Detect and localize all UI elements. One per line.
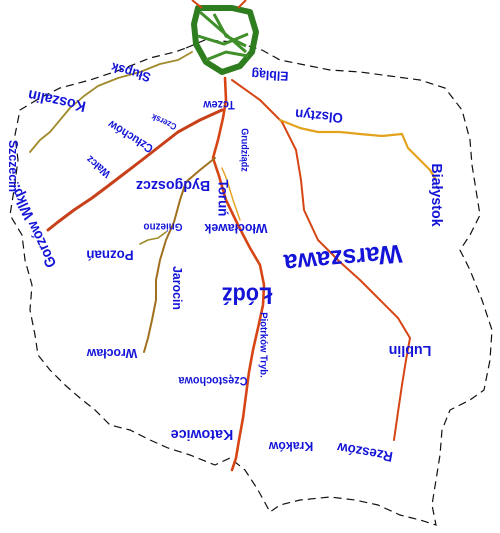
city-label-czersk: Czersk	[150, 112, 179, 133]
route-gniezno-spur	[139, 231, 167, 245]
hub-loop	[191, 5, 259, 75]
city-label-torun: Toruń	[215, 180, 230, 217]
city-label-wloclawek: Włocławek	[204, 221, 268, 235]
city-label-wroclaw: Wrocław	[87, 346, 138, 360]
city-label-rzeszow: Rzeszów	[336, 439, 394, 464]
city-label-lodz: Łódź	[222, 282, 272, 309]
city-label-bialystok: Białystok	[428, 163, 444, 227]
country-border	[9, 39, 493, 526]
city-label-czestochowa: Częstochowa	[178, 374, 248, 387]
route-hub-junction	[221, 167, 241, 221]
city-label-piotrkow: Piotrków Tryb.	[257, 312, 268, 378]
city-label-gniezno: Gniezno	[143, 220, 182, 232]
hub-inner	[197, 10, 249, 62]
city-label-elblag: Elbląg	[251, 67, 289, 83]
city-label-poznan: Poznań	[86, 247, 133, 262]
city-label-szczecin: Szczecin	[6, 140, 20, 192]
route-main-south	[211, 76, 266, 472]
city-label-tczew: Tczew	[203, 98, 235, 111]
route-bydgoszcz-wroclaw	[143, 157, 216, 353]
route-warszawa-lublin	[231, 79, 411, 441]
city-label-olsztyn: Olsztyn	[294, 106, 343, 126]
route-tczew-gorzow	[46, 108, 224, 232]
city-label-jarocin: Jarocin	[170, 266, 184, 310]
city-label-grudziadz: Grudziądz	[238, 128, 250, 172]
route-olsztyn-bialystok	[278, 118, 438, 182]
route-network	[29, 51, 438, 472]
city-label-walcz: Wałcz	[85, 153, 114, 180]
hub-connector	[191, 0, 247, 9]
hub-gdansk	[191, 0, 259, 75]
city-label-lublin: Lublin	[389, 342, 432, 358]
city-label-bydgoszcz: Bydgoszcz	[136, 177, 210, 193]
city-label-slupsk: Słupsk	[109, 59, 153, 84]
route-slupsk-szczecin	[29, 51, 193, 153]
city-label-chojnice: Człuchów	[106, 117, 155, 154]
city-label-warszawa: Warszawa	[282, 239, 403, 278]
city-label-katowice: Katowice	[171, 426, 233, 442]
city-label-krakow: Kraków	[269, 439, 314, 453]
